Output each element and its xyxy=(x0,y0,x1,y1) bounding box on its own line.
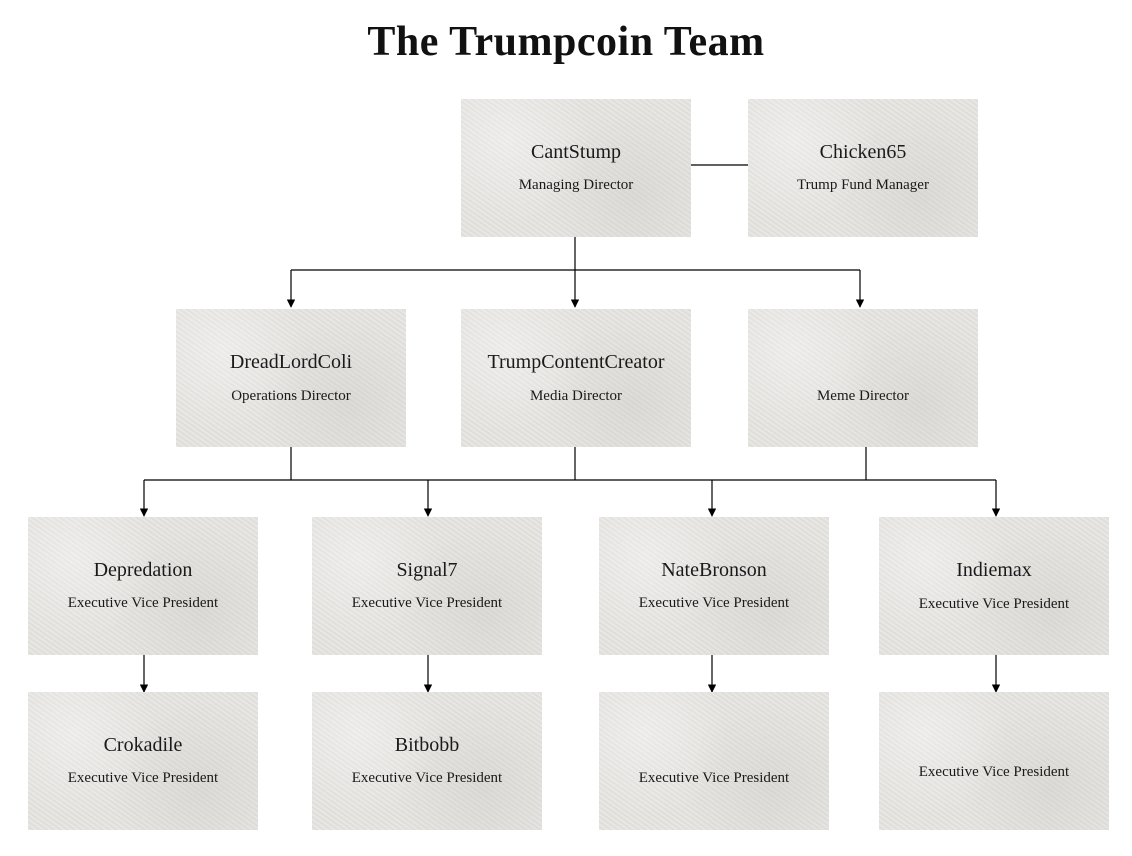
node-role: Trump Fund Manager xyxy=(797,177,929,193)
node-operations-director: DreadLordColi Operations Director xyxy=(176,309,406,447)
node-role: Executive Vice President xyxy=(67,770,219,786)
node-name: TrumpContentCreator xyxy=(487,351,665,373)
node-role: Media Director xyxy=(529,388,623,404)
node-name: Bitbobb xyxy=(394,734,460,756)
node-name: Depredation xyxy=(93,559,193,581)
diagram-title: The Trumpcoin Team xyxy=(367,19,765,65)
node-role: Executive Vice President xyxy=(351,770,503,786)
node-name: DreadLordColi xyxy=(229,351,353,373)
node-name: CantStump xyxy=(530,141,621,163)
node-role: Executive Vice President xyxy=(351,595,503,611)
node-evp-depredation: Depredation Executive Vice President xyxy=(28,517,258,655)
node-role: Executive Vice President xyxy=(638,595,790,611)
node-role: Managing Director xyxy=(518,177,634,193)
node-media-director: TrumpContentCreator Media Director xyxy=(461,309,691,447)
node-evp-3: Executive Vice President xyxy=(599,692,829,830)
node-evp-signal7: Signal7 Executive Vice President xyxy=(312,517,542,655)
node-name: Indiemax xyxy=(956,559,1032,581)
node-name: NateBronson xyxy=(661,559,767,581)
node-name: Signal7 xyxy=(396,559,458,581)
node-evp-natebronson: NateBronson Executive Vice President xyxy=(599,517,829,655)
node-evp-4: Executive Vice President xyxy=(879,692,1109,830)
node-role: Executive Vice President xyxy=(638,770,790,786)
node-role: Meme Director xyxy=(816,388,910,404)
node-managing-director: CantStump Managing Director xyxy=(461,99,691,237)
node-name: Chicken65 xyxy=(819,141,907,163)
node-evp-bitbobb: Bitbobb Executive Vice President xyxy=(312,692,542,830)
node-role: Operations Director xyxy=(231,388,351,404)
node-meme-director: Meme Director xyxy=(748,309,978,447)
node-fund-manager: Chicken65 Trump Fund Manager xyxy=(748,99,978,237)
node-name: Crokadile xyxy=(103,734,183,756)
node-role: Executive Vice President xyxy=(67,595,219,611)
node-role: Executive Vice President xyxy=(918,764,1070,780)
node-evp-crokadile: Crokadile Executive Vice President xyxy=(28,692,258,830)
node-role: Executive Vice President xyxy=(918,596,1070,612)
node-evp-indiemax: Indiemax Executive Vice President xyxy=(879,517,1109,655)
